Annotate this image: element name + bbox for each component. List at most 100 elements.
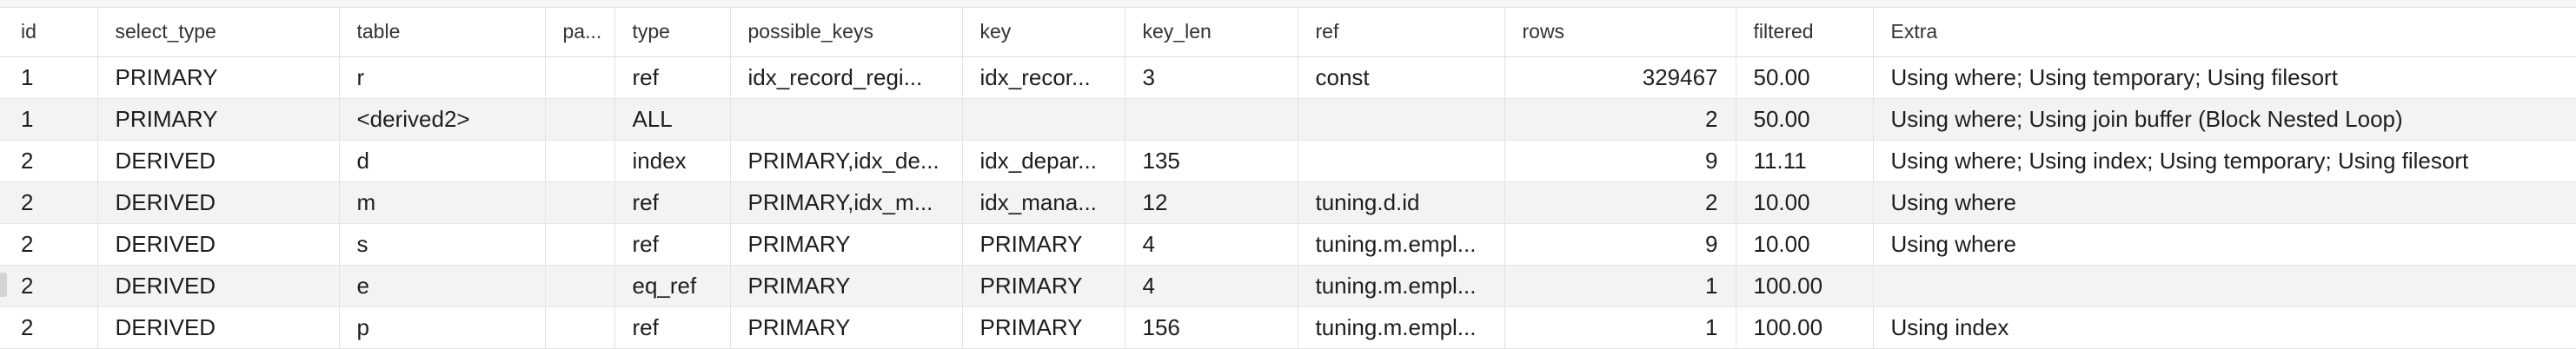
- column-header-type[interactable]: type: [614, 8, 731, 57]
- cell-extra[interactable]: Using where: [1873, 181, 2576, 224]
- cell-ref[interactable]: const: [1298, 56, 1505, 99]
- cell-key[interactable]: idx_depar...: [962, 140, 1125, 182]
- cell-possible-keys[interactable]: PRIMARY: [730, 223, 963, 266]
- cell-extra[interactable]: Using where; Using join buffer (Block Ne…: [1873, 98, 2576, 141]
- cell-possible-keys[interactable]: PRIMARY: [730, 265, 963, 307]
- cell-key[interactable]: PRIMARY: [962, 265, 1125, 307]
- cell-select-type[interactable]: DERIVED: [97, 223, 340, 266]
- cell-table[interactable]: m: [339, 181, 546, 224]
- cell-filtered[interactable]: 50.00: [1736, 98, 1874, 141]
- cell-key[interactable]: idx_mana...: [962, 181, 1125, 224]
- column-header-key-len[interactable]: key_len: [1125, 8, 1298, 57]
- cell-type[interactable]: ALL: [614, 98, 731, 141]
- cell-ref[interactable]: tuning.m.empl...: [1298, 223, 1505, 266]
- cell-ref[interactable]: tuning.m.empl...: [1298, 265, 1505, 307]
- cell-extra[interactable]: Using where; Using temporary; Using file…: [1873, 56, 2576, 99]
- column-header-extra[interactable]: Extra: [1873, 8, 2576, 57]
- cell-possible-keys[interactable]: [730, 98, 963, 141]
- column-header-id[interactable]: id: [0, 8, 98, 57]
- cell-key-len[interactable]: [1125, 98, 1298, 141]
- cell-extra[interactable]: Using index: [1873, 306, 2576, 349]
- cell-id[interactable]: 2: [0, 223, 98, 266]
- cell-possible-keys[interactable]: idx_record_regi...: [730, 56, 963, 99]
- cell-key[interactable]: idx_recor...: [962, 56, 1125, 99]
- cell-type[interactable]: ref: [614, 181, 731, 224]
- cell-table[interactable]: r: [339, 56, 546, 99]
- cell-key-len[interactable]: 135: [1125, 140, 1298, 182]
- cell-id[interactable]: 1: [0, 56, 98, 99]
- cell-possible-keys[interactable]: PRIMARY: [730, 306, 963, 349]
- cell-ref[interactable]: [1298, 140, 1505, 182]
- cell-key-len[interactable]: 4: [1125, 265, 1298, 307]
- cell-filtered[interactable]: 10.00: [1736, 223, 1874, 266]
- cell-id[interactable]: 2: [0, 306, 98, 349]
- cell-rows[interactable]: 9: [1504, 223, 1736, 266]
- cell-filtered[interactable]: 100.00: [1736, 265, 1874, 307]
- cell-ref[interactable]: [1298, 98, 1505, 141]
- cell-select-type[interactable]: DERIVED: [97, 140, 340, 182]
- cell-rows[interactable]: 1: [1504, 265, 1736, 307]
- cell-key-len[interactable]: 4: [1125, 223, 1298, 266]
- cell-partitions[interactable]: [545, 98, 615, 141]
- cell-id[interactable]: 2: [0, 181, 98, 224]
- cell-rows[interactable]: 2: [1504, 181, 1736, 224]
- row-resize-handle[interactable]: [0, 273, 7, 297]
- cell-table[interactable]: d: [339, 140, 546, 182]
- cell-partitions[interactable]: [545, 265, 615, 307]
- cell-filtered[interactable]: 11.11: [1736, 140, 1874, 182]
- cell-rows[interactable]: 1: [1504, 306, 1736, 349]
- cell-key-len[interactable]: 12: [1125, 181, 1298, 224]
- cell-filtered[interactable]: 10.00: [1736, 181, 1874, 224]
- cell-key[interactable]: PRIMARY: [962, 223, 1125, 266]
- column-header-table[interactable]: table: [339, 8, 546, 57]
- column-header-partitions[interactable]: pa...: [545, 8, 615, 57]
- cell-extra[interactable]: [1873, 265, 2576, 307]
- cell-key[interactable]: PRIMARY: [962, 306, 1125, 349]
- cell-filtered[interactable]: 100.00: [1736, 306, 1874, 349]
- cell-partitions[interactable]: [545, 140, 615, 182]
- column-header-filtered[interactable]: filtered: [1736, 8, 1874, 57]
- cell-key-len[interactable]: 156: [1125, 306, 1298, 349]
- cell-table[interactable]: s: [339, 223, 546, 266]
- cell-id[interactable]: 2: [0, 140, 98, 182]
- cell-key-len[interactable]: 3: [1125, 56, 1298, 99]
- column-header-rows[interactable]: rows: [1504, 8, 1736, 57]
- cell-filtered[interactable]: 50.00: [1736, 56, 1874, 99]
- cell-rows[interactable]: 2: [1504, 98, 1736, 141]
- cell-select-type[interactable]: PRIMARY: [97, 98, 340, 141]
- cell-partitions[interactable]: [545, 306, 615, 349]
- cell-table[interactable]: <derived2>: [339, 98, 546, 141]
- cell-type[interactable]: ref: [614, 306, 731, 349]
- cell-select-type[interactable]: DERIVED: [97, 306, 340, 349]
- cell-table[interactable]: p: [339, 306, 546, 349]
- cell-rows[interactable]: 9: [1504, 140, 1736, 182]
- cell-possible-keys[interactable]: PRIMARY,idx_m...: [730, 181, 963, 224]
- cell-select-type[interactable]: DERIVED: [97, 265, 340, 307]
- cell-rows[interactable]: 329467: [1504, 56, 1736, 99]
- cell-ref[interactable]: tuning.m.empl...: [1298, 306, 1505, 349]
- column-header-key[interactable]: key: [962, 8, 1125, 57]
- cell-ref[interactable]: tuning.d.id: [1298, 181, 1505, 224]
- cell-extra[interactable]: Using where: [1873, 223, 2576, 266]
- cell-partitions[interactable]: [545, 223, 615, 266]
- column-header-ref[interactable]: ref: [1298, 8, 1505, 57]
- cell-select-type[interactable]: DERIVED: [97, 181, 340, 224]
- cell-type[interactable]: eq_ref: [614, 265, 731, 307]
- cell-id[interactable]: 1: [0, 98, 98, 141]
- cell-type[interactable]: ref: [614, 56, 731, 99]
- cell-table[interactable]: e: [339, 265, 546, 307]
- cell-id[interactable]: 2: [0, 265, 98, 307]
- cell-type[interactable]: index: [614, 140, 731, 182]
- cell-possible-keys[interactable]: PRIMARY,idx_de...: [730, 140, 963, 182]
- cell-select-type[interactable]: PRIMARY: [97, 56, 340, 99]
- cell-key[interactable]: [962, 98, 1125, 141]
- cell-type[interactable]: ref: [614, 223, 731, 266]
- cell-partitions[interactable]: [545, 181, 615, 224]
